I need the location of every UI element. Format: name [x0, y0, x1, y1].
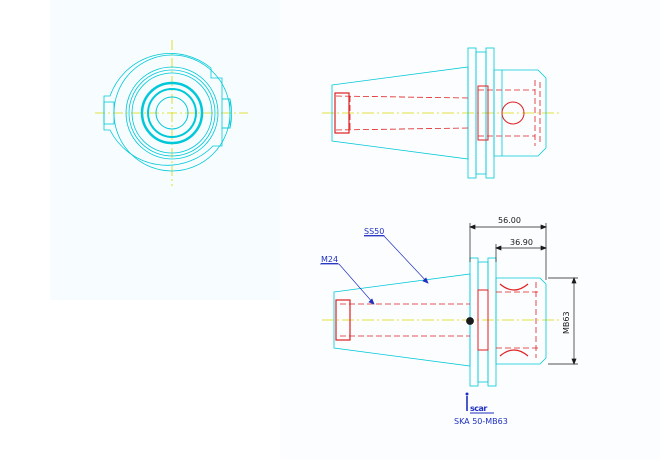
dim-overall-length: 56.00: [498, 216, 521, 225]
body-ring-2: [128, 69, 216, 157]
part-number: SKA 50-MB63: [454, 417, 508, 426]
side-view-top: [322, 47, 560, 179]
key-slot-left: [103, 101, 115, 125]
bore-ring-mid: [147, 88, 197, 138]
end-view: [95, 40, 248, 186]
coolant-plug: [466, 317, 474, 325]
body-ring-3: [131, 72, 213, 154]
top-bore-hidden: [501, 101, 525, 125]
side-view-bottom: [322, 257, 560, 387]
left-panel: [50, 0, 280, 300]
bore-ring-inner: [155, 96, 189, 130]
bore-ring-outer: [140, 81, 204, 145]
top-body: [493, 69, 547, 157]
flange-outline: [103, 53, 232, 166]
iscar-logo: scar: [465, 392, 494, 414]
dim-bore-diameter: MB63: [562, 311, 571, 334]
callout-leaders: [320, 235, 429, 305]
callout-thread: M24: [321, 255, 338, 264]
body-ring-1: [125, 66, 219, 160]
callout-taper: SS50: [364, 227, 384, 236]
bottom-body: [495, 277, 547, 365]
bottom-thread-hidden: [335, 299, 351, 341]
key-slot-right: [221, 98, 231, 129]
top-thread-hidden: [334, 92, 350, 134]
dim-inner-length: 36.90: [510, 238, 533, 247]
dimensions: [469, 223, 578, 365]
svg-text:scar: scar: [470, 404, 487, 413]
